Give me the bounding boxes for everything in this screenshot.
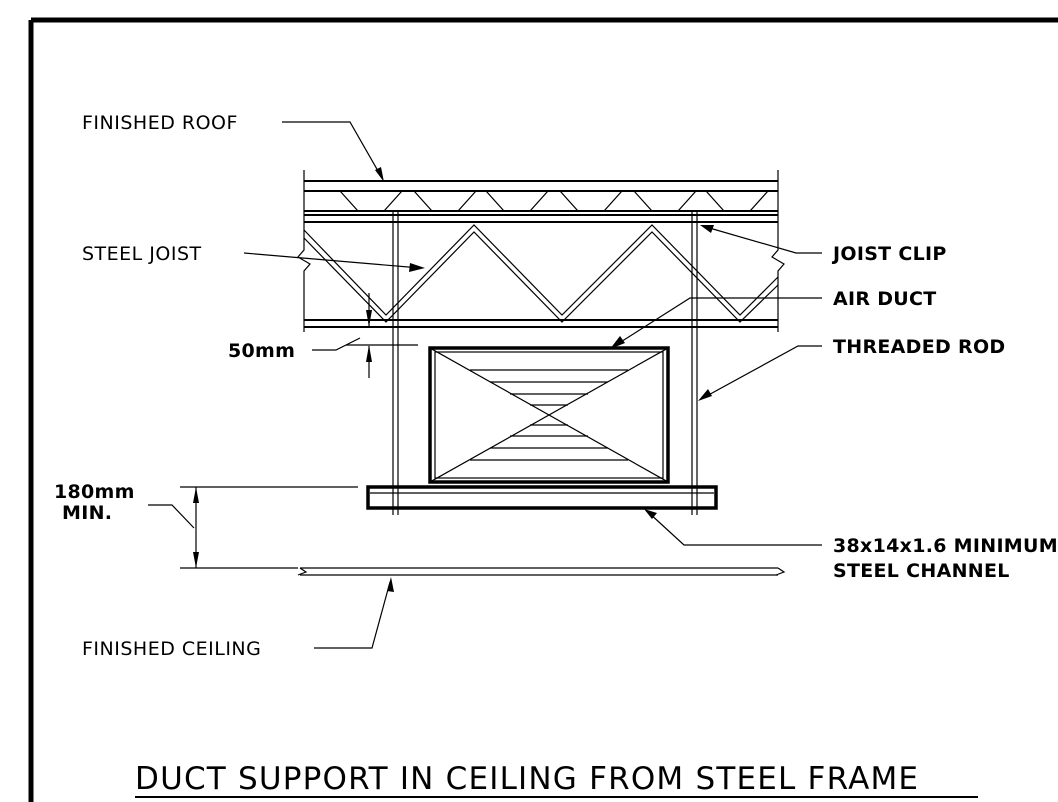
label-steel-joist: STEEL JOIST [82, 243, 202, 265]
label-clearance-min: MIN. [62, 502, 112, 524]
label-threaded-rod: THREADED ROD [833, 336, 1005, 358]
label-steel-channel-size: 38x14x1.6 MINIMUM [833, 535, 1058, 557]
label-clearance-50mm: 50mm [228, 340, 295, 362]
roof-deck [304, 180, 778, 212]
drawing-title: DUCT SUPPORT IN CEILING FROM STEEL FRAME [135, 761, 919, 797]
clearance-dimension-180mm [148, 486, 358, 569]
label-steel-channel: STEEL CHANNEL [833, 560, 1010, 582]
label-finished-roof: FINISHED ROOF [82, 112, 238, 134]
drawing-border [28, 17, 1058, 802]
joist-clip [392, 210, 698, 223]
steel-channel [366, 485, 718, 510]
label-clearance-180mm: 180mm [54, 481, 135, 503]
steel-joist [297, 170, 785, 332]
air-duct [428, 346, 670, 484]
finished-ceiling [297, 567, 786, 576]
label-joist-clip: JOIST CLIP [831, 243, 947, 265]
clearance-dimension-50mm [312, 293, 418, 378]
leader-lines [243, 121, 822, 649]
label-finished-ceiling: FINISHED CEILING [82, 638, 261, 660]
label-air-duct: AIR DUCT [833, 288, 937, 310]
threaded-rod [392, 222, 698, 515]
